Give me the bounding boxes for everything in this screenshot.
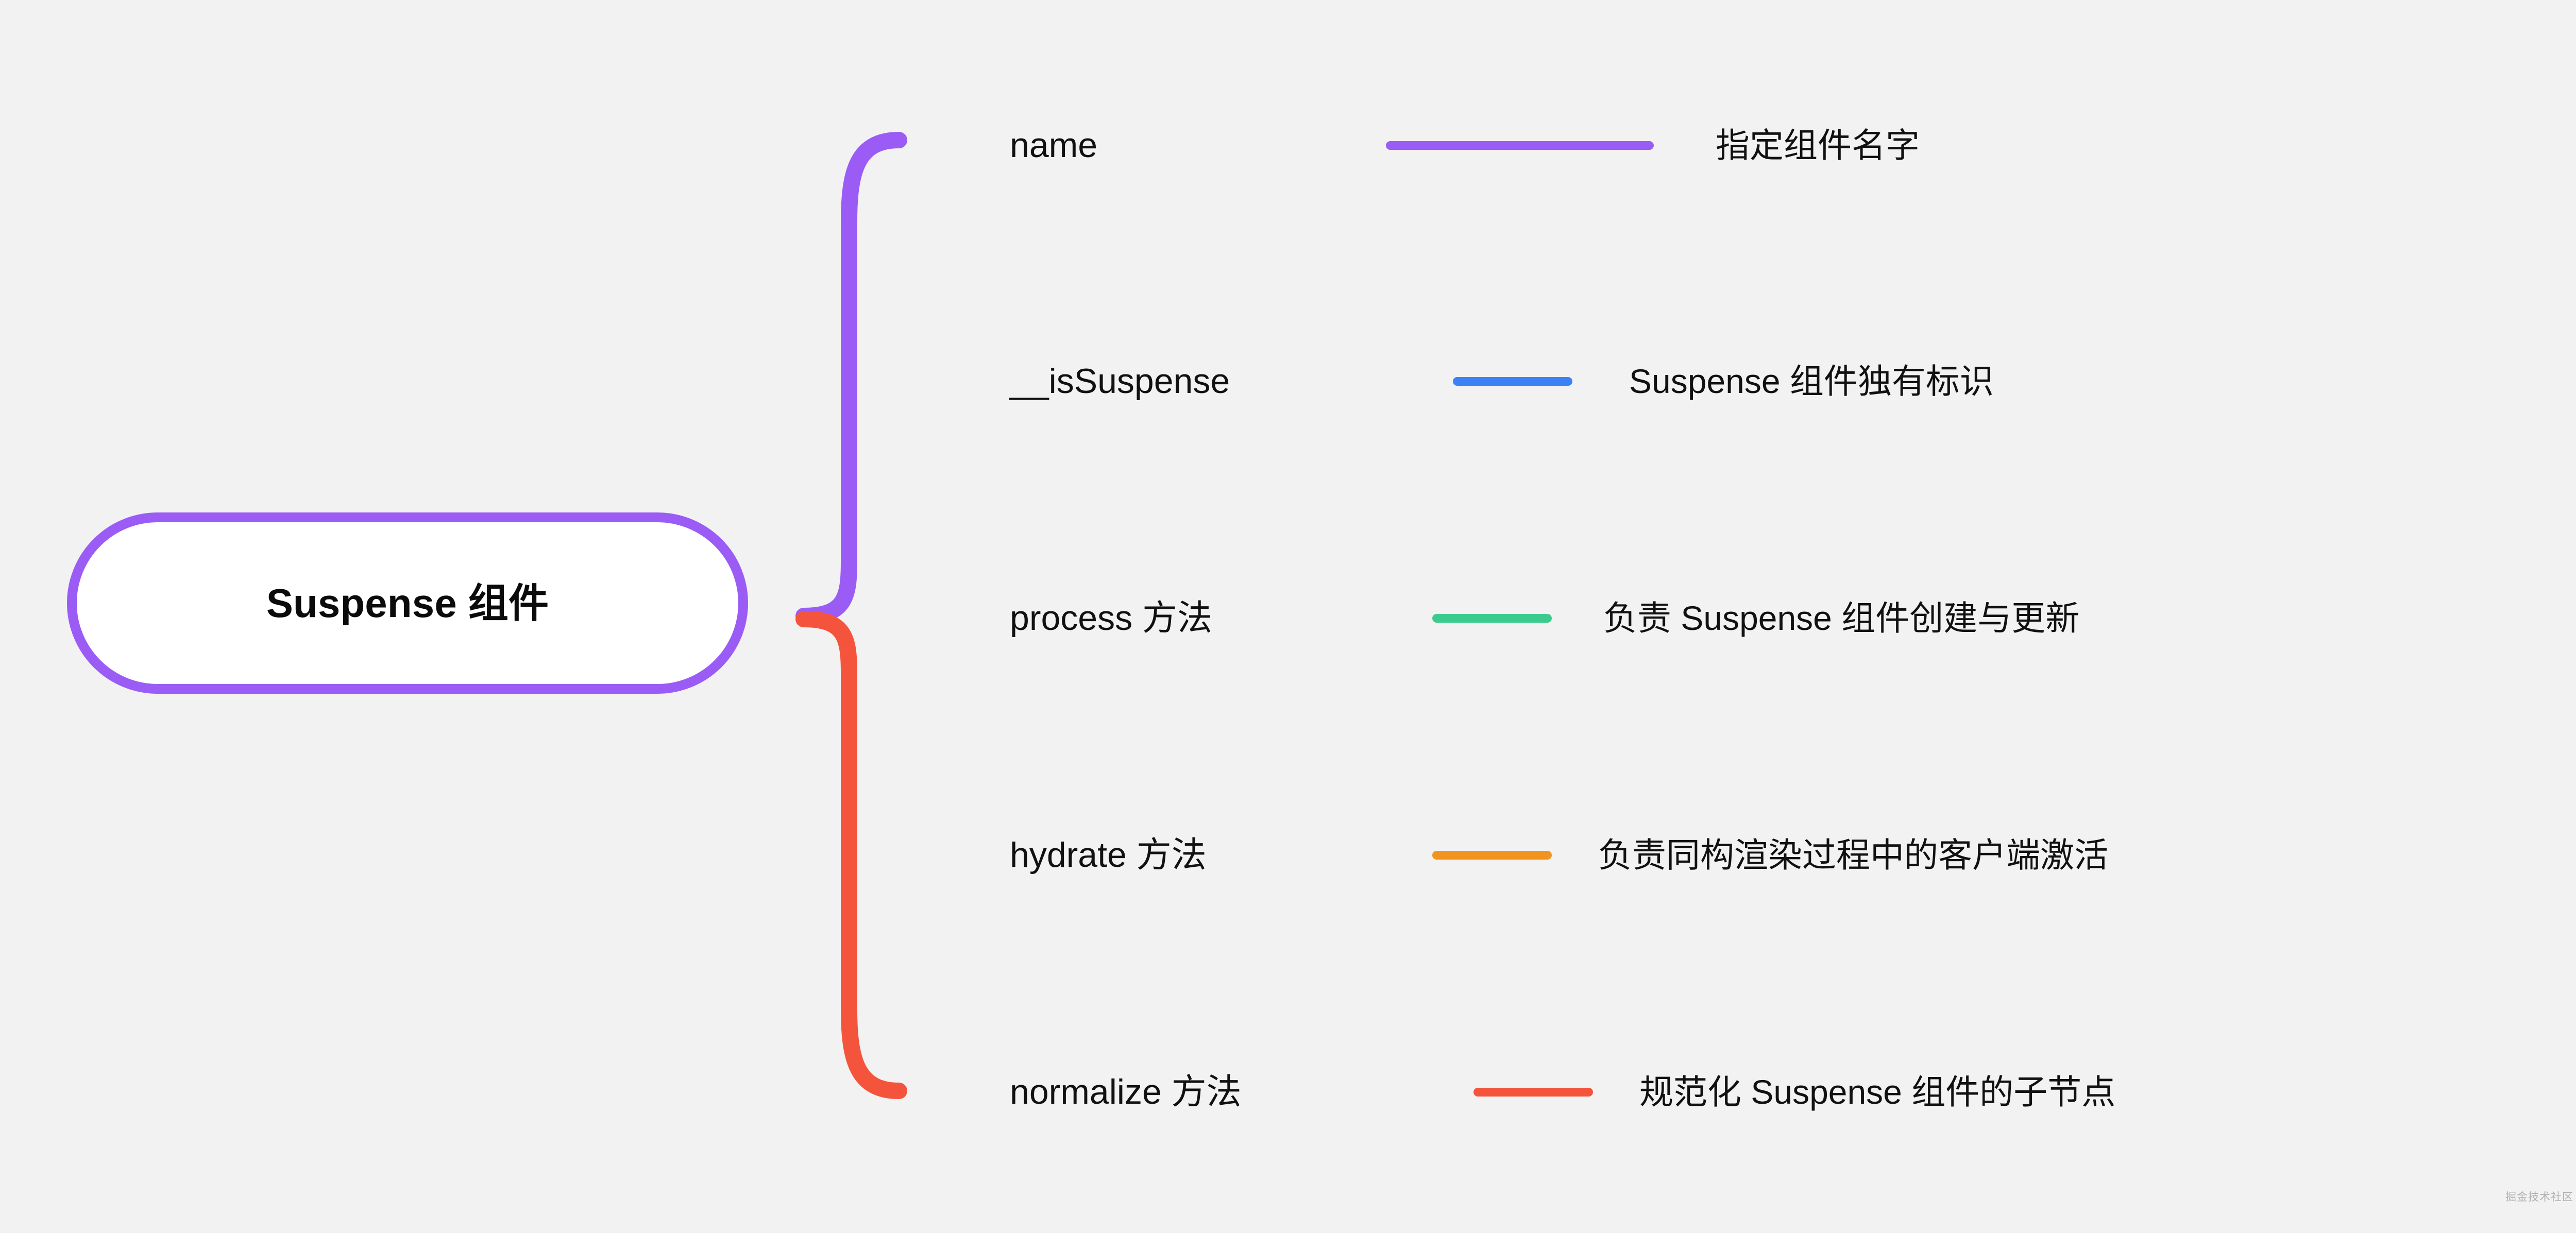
branch-connector-dash [1432, 850, 1552, 860]
branch-description: 规范化 Suspense 组件的子节点 [1639, 1073, 2116, 1111]
branch-row[interactable]: hydrate 方法 负责同构渲染过程中的客户端激活 [1010, 824, 2108, 886]
branch-key-label: __isSuspense [1010, 362, 1230, 401]
branch-row[interactable]: process 方法 负责 Suspense 组件创建与更新 [1010, 587, 2079, 649]
branch-key-label: normalize 方法 [1010, 1072, 1242, 1111]
branch-row[interactable]: __isSuspense Suspense 组件独有标识 [1010, 350, 1994, 412]
branch-key-label: name [1010, 126, 1098, 165]
trunk-lower-path [795, 611, 907, 1099]
branch-connector-dash [1432, 613, 1552, 623]
branch-description: Suspense 组件独有标识 [1629, 362, 1994, 400]
branch-row[interactable]: name 指定组件名字 [1010, 114, 1920, 176]
branch-row[interactable]: normalize 方法 规范化 Suspense 组件的子节点 [1010, 1061, 2115, 1123]
branch-description: 负责 Suspense 组件创建与更新 [1603, 599, 2080, 637]
root-node[interactable]: Suspense 组件 [67, 512, 748, 694]
branch-description: 指定组件名字 [1716, 126, 1920, 164]
branch-connector-dash [1386, 141, 1654, 150]
branch-connector-dash [1453, 376, 1572, 386]
branch-key-label: process 方法 [1010, 598, 1212, 638]
branch-description: 负责同构渲染过程中的客户端激活 [1598, 836, 2108, 874]
root-node-label: Suspense 组件 [266, 580, 549, 626]
trunk-upper-path [795, 132, 907, 624]
branch-connector-dash [1473, 1087, 1593, 1097]
branch-key-label: hydrate 方法 [1010, 835, 1207, 875]
watermark: 掘金技术社区 @ 云浪 [2505, 1191, 2576, 1203]
